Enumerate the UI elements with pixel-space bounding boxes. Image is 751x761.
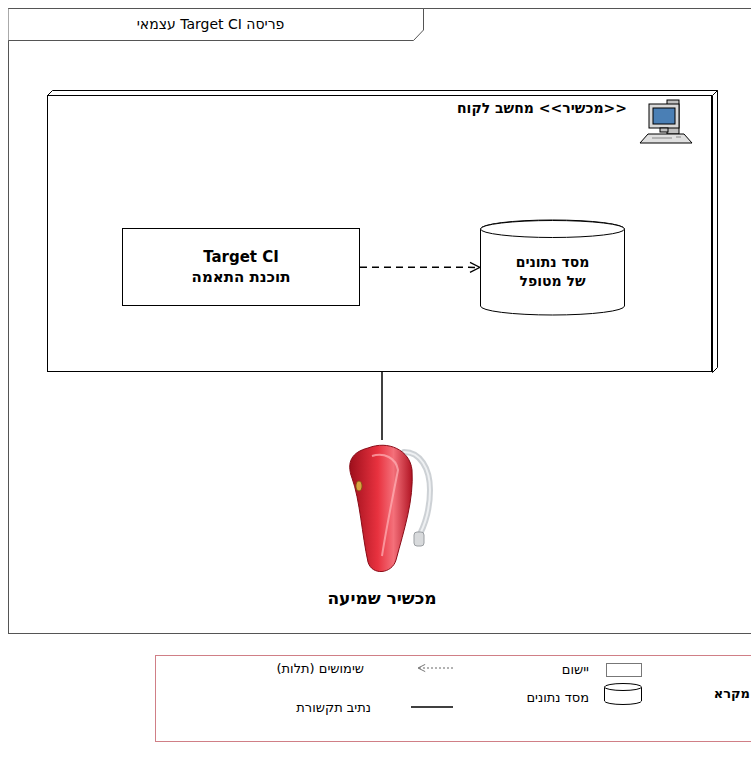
frame <box>9 9 751 634</box>
frame-title-box: פריסה Target CI עצמאי <box>8 8 413 40</box>
node-heading: מכשיר שמיעה <box>327 588 436 608</box>
legend-heading: מקרא <box>714 686 750 701</box>
node-subtext: תוכנת התאמה <box>192 267 291 287</box>
communication-path <box>381 372 383 440</box>
cylinder-body <box>481 220 625 315</box>
database-cylinder: מסד נתונים של מטופל <box>480 220 625 315</box>
cylinder-top <box>481 221 625 238</box>
device-side-face <box>713 91 718 373</box>
legend-sample <box>418 668 453 669</box>
application-box: Target CIתוכנת התאמה <box>122 228 360 306</box>
device-box: <<מכשיר>> מחשב לקוח Target CIתוכנת התאמה מ… <box>47 95 712 372</box>
legend-text: נתיב תקשורת <box>296 700 371 715</box>
frame-title: פריסה Target CI עצמאי <box>137 16 285 32</box>
node-heading: מסד נתונים של מטופל <box>504 253 601 289</box>
hearing-aid-illustration <box>350 445 430 571</box>
hearing-aid-node: מכשיר שמיעה <box>312 440 452 612</box>
legend-sample <box>607 664 642 677</box>
frame-tab <box>9 9 424 41</box>
legend-symbols <box>156 656 751 743</box>
node-heading: Target CI <box>203 247 279 267</box>
legend-sample <box>411 707 453 708</box>
node-heading: <<מכשיר>> מחשב לקוח <box>48 100 627 116</box>
legend-box: יישום מסד נתונים שימושים (תלות) נתיב תקשורת… <box>155 655 751 742</box>
legend-text: מסד נתונים <box>526 690 589 705</box>
legend-text: שימושים (תלות) <box>276 661 364 676</box>
legend-sample <box>605 684 642 705</box>
legend-text: יישום <box>562 662 589 677</box>
dependency-arrow <box>360 266 480 268</box>
computer-icon <box>640 100 692 143</box>
